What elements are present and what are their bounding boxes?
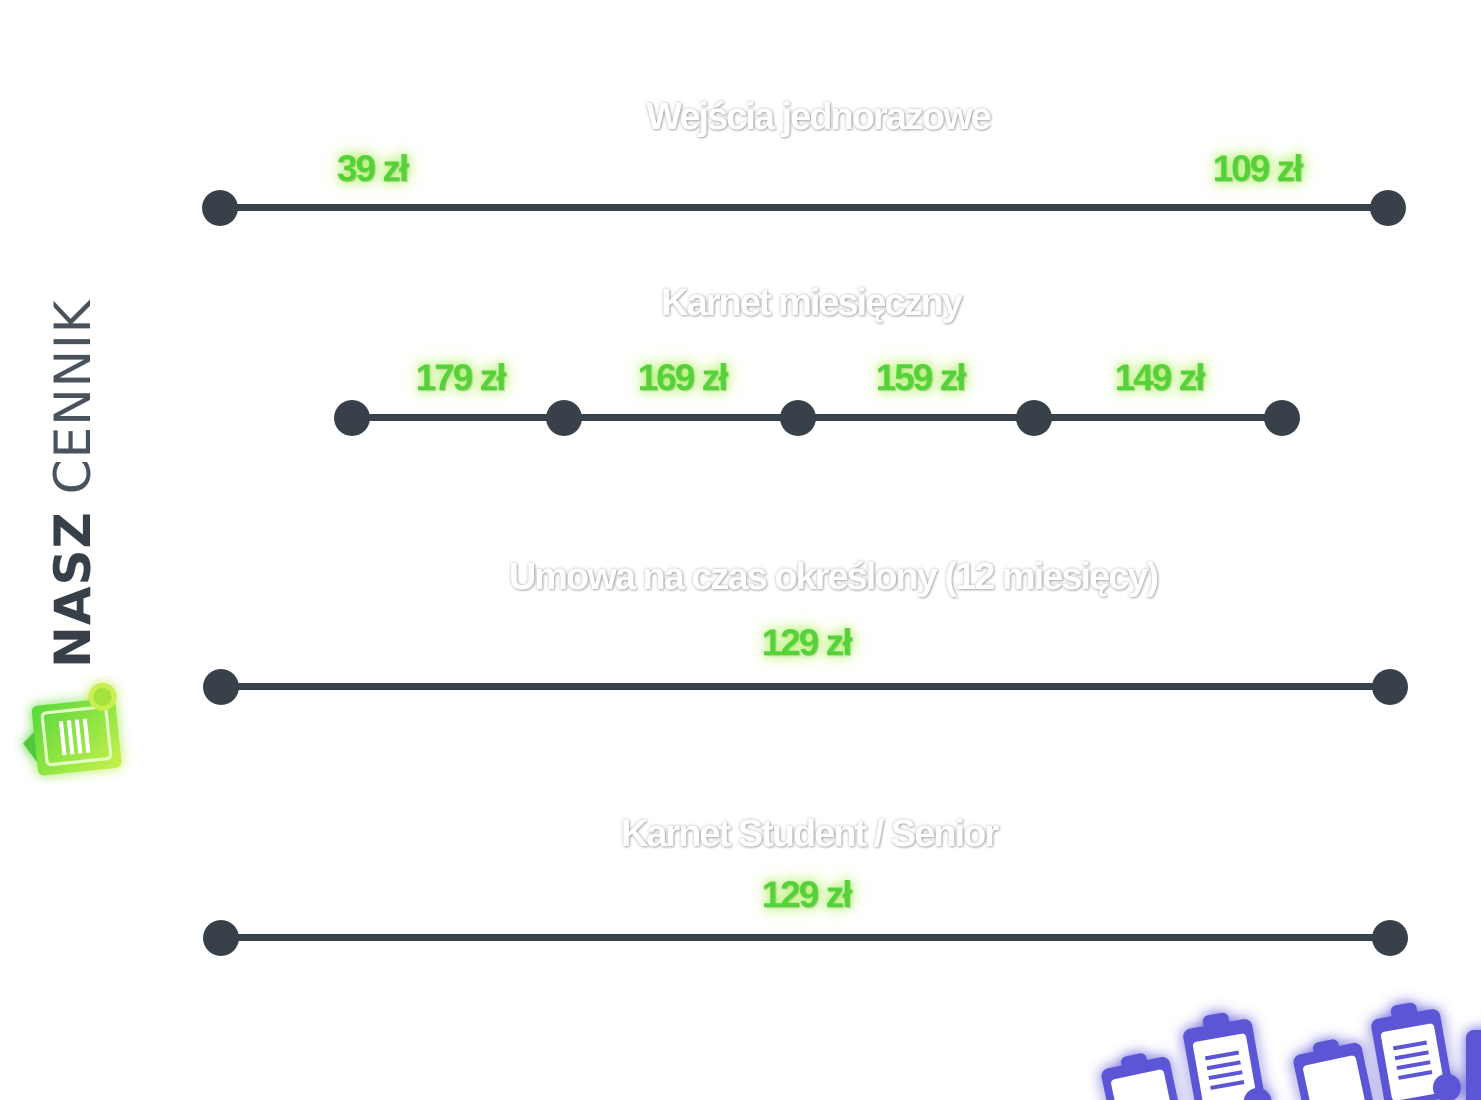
page-title: NASZ CENNIK (44, 299, 102, 668)
clipboard-icon (23, 682, 122, 776)
track-point (1370, 190, 1406, 226)
price-track (221, 683, 1390, 690)
track-point (202, 190, 238, 226)
price-label: 149 zł (1114, 357, 1206, 398)
section-title-student-senior: Karnet Student / Senior (620, 813, 999, 855)
track-point (1372, 920, 1408, 956)
clipboard-stack-icon (1101, 1002, 1481, 1100)
section-title-single-entry: Wejścia jednorazowe (646, 96, 992, 138)
price-label: 129 zł (761, 874, 853, 915)
track-point (334, 400, 370, 436)
page-title-bold: NASZ (44, 511, 102, 668)
section-title-fixed-contract: Umowa na czas określony (12 miesięcy) (508, 556, 1159, 598)
track-point (1372, 669, 1408, 705)
price-label: 129 zł (761, 622, 853, 663)
track-point (780, 400, 816, 436)
price-label: 169 zł (637, 357, 729, 398)
price-label: 39 zł (336, 148, 409, 189)
track-point (1016, 400, 1052, 436)
track-point (1264, 400, 1300, 436)
price-track (220, 204, 1388, 211)
section-title-monthly-pass: Karnet miesięczny (661, 282, 963, 324)
price-label: 179 zł (415, 357, 507, 398)
price-label: 109 zł (1212, 148, 1304, 189)
price-track (221, 934, 1390, 941)
track-point (203, 669, 239, 705)
page-title-light: CENNIK (44, 299, 102, 495)
price-track (352, 414, 1282, 421)
price-label: 159 zł (875, 357, 967, 398)
track-point (203, 920, 239, 956)
track-point (546, 400, 582, 436)
